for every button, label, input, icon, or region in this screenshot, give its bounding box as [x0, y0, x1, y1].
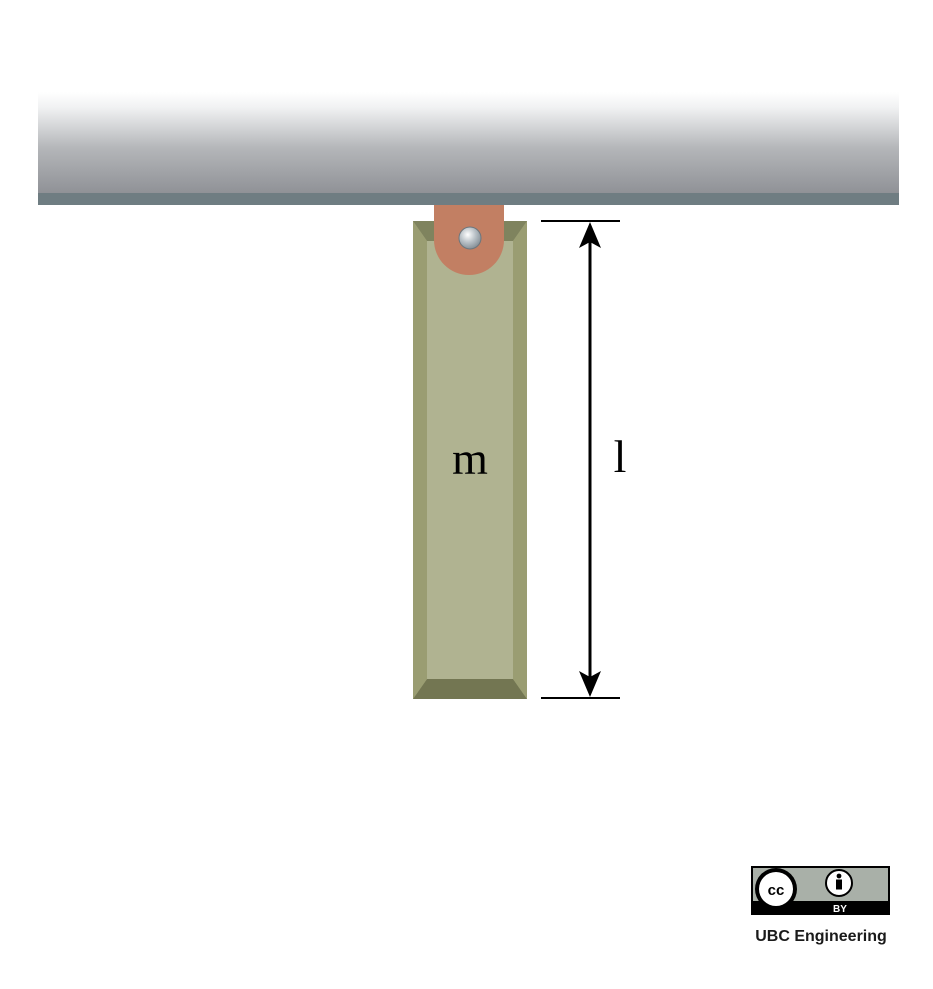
bar-bevel-right [513, 221, 527, 699]
dimension-arrow-up-icon [579, 222, 601, 248]
pivot-hanger [434, 205, 504, 275]
bar-bevel-left [413, 221, 427, 699]
cc-by-badge: cc BY [751, 866, 890, 915]
ceiling-body [38, 92, 899, 194]
ceiling-support [38, 92, 899, 205]
attribution-person-icon [825, 869, 853, 897]
cc-icon-text: cc [768, 882, 785, 899]
by-label: BY [833, 904, 847, 915]
ceiling-edge [38, 193, 899, 205]
cc-icon: cc [755, 868, 797, 910]
mass-label: m [452, 433, 488, 484]
pivot-pin [458, 226, 482, 250]
bar-face [427, 241, 513, 679]
length-label: l [614, 431, 627, 482]
slender-bar: m [413, 221, 527, 699]
credit-text: UBC Engineering [755, 928, 887, 945]
bar-bevel-bottom [413, 679, 527, 699]
length-dimension: l [541, 220, 627, 699]
dimension-arrow-down-icon [579, 671, 601, 697]
